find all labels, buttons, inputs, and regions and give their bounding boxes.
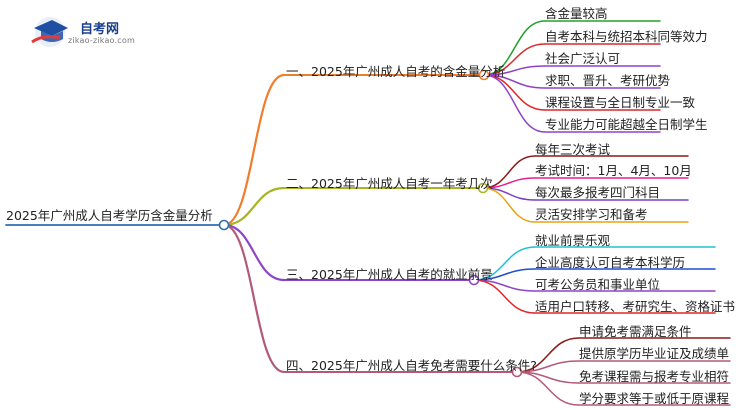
branch-connector-4 xyxy=(223,223,285,374)
leaf-1-2: 自考本科与统招本科同等效力 xyxy=(545,29,708,44)
graduation-cap-icon xyxy=(31,17,68,47)
leaf-3-4: 适用户口转移、考研究生、资格证书 xyxy=(535,299,736,314)
leaf-4-3: 免考课程需与报考专业相符 xyxy=(579,369,730,384)
branch-collapse-toggle-4[interactable] xyxy=(511,366,523,378)
leaf-3-1: 就业前景乐观 xyxy=(535,233,611,248)
branch-connector-2 xyxy=(223,186,285,227)
leaf-3-2: 企业高度认可自考本科学历 xyxy=(535,255,686,270)
leaf-2-3: 每次最多报考四门科目 xyxy=(535,185,661,200)
leaf-1-3: 社会广泛认可 xyxy=(545,51,621,66)
leaf-connector-1-6 xyxy=(483,74,546,133)
leaf-connector-3-4 xyxy=(473,279,536,314)
leaf-1-5: 课程设置与全日制专业一致 xyxy=(545,95,696,110)
branch-collapse-toggle-1[interactable] xyxy=(478,69,490,81)
branch-connector-3 xyxy=(223,223,285,282)
logo-url: zikao-zikao.com xyxy=(68,36,135,45)
branch-collapse-toggle-2[interactable] xyxy=(477,182,489,194)
leaf-1-4: 求职、晋升、考研优势 xyxy=(545,73,671,88)
leaf-connector-2-4 xyxy=(482,187,536,223)
branch-3-label: 三、2025年广州成人自考的就业前景 xyxy=(286,267,493,282)
leaf-connector-1-1 xyxy=(483,20,546,76)
branch-collapse-toggle-3[interactable] xyxy=(468,274,480,286)
branch-2-label: 二、2025年广州成人自考一年考几次 xyxy=(286,176,493,191)
leaf-1-1: 含金量较高 xyxy=(545,6,608,21)
leaf-2-4: 灵活安排学习和备考 xyxy=(535,207,648,222)
root-collapse-toggle[interactable] xyxy=(218,219,230,231)
leaf-2-2: 考试时间：1月、4月、10月 xyxy=(535,163,692,178)
logo-name: 自考网 xyxy=(80,22,120,37)
branch-1-label: 一、2025年广州成人自考的含金量分析 xyxy=(286,64,506,79)
site-logo[interactable]: 自考网 zikao-zikao.com xyxy=(30,12,140,52)
branch-4-label: 四、2025年广州成人自考免考需要什么条件? xyxy=(286,358,537,373)
leaf-1-6: 专业能力可能超越全日制学生 xyxy=(545,117,708,132)
leaf-4-1: 申请免考需满足条件 xyxy=(579,324,692,339)
leaf-3-3: 可考公务员和事业单位 xyxy=(535,277,661,292)
root-node-label: 2025年广州成人自考学历含金量分析 xyxy=(6,208,213,223)
leaf-connector-4-4 xyxy=(516,371,580,406)
leaf-4-2: 提供原学历毕业证及成绩单 xyxy=(579,346,730,361)
leaf-4-4: 学分要求等于或低于原课程 xyxy=(579,391,730,406)
branch-connector-1 xyxy=(223,73,285,227)
leaf-2-1: 每年三次考试 xyxy=(535,142,611,157)
